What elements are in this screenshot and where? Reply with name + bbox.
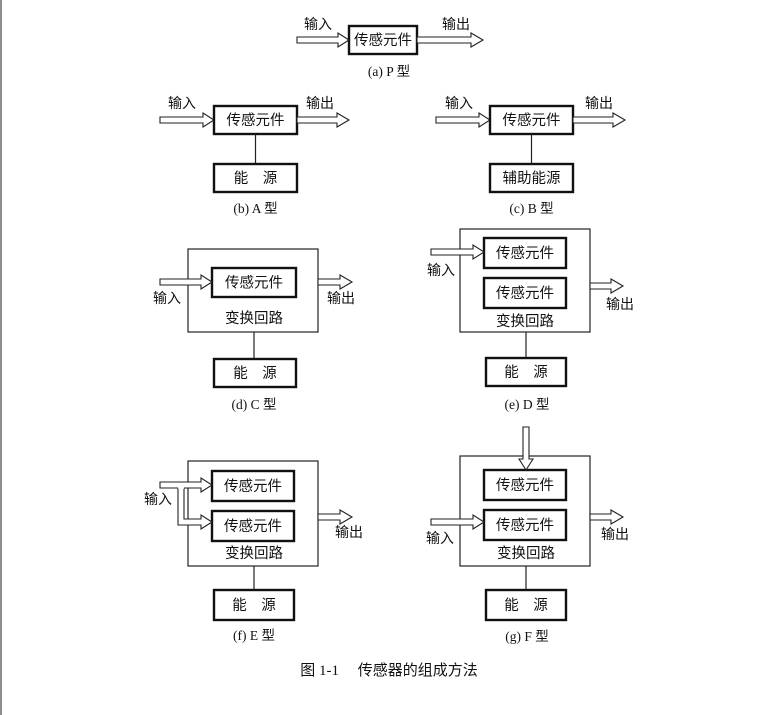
panel-caption: (f) E 型	[233, 628, 275, 643]
conversion-circuit-label: 变换回路	[497, 545, 555, 562]
panel-e-d-type: 传感元件 传感元件 变换回路 输入 输出 能 源 (e) D 型	[427, 228, 634, 412]
input-label: 输入	[144, 492, 172, 508]
input-arrow	[430, 243, 486, 261]
output-label: 输出	[335, 525, 363, 541]
panel-f-e-type: 传感元件 传感元件 变换回路 输入 输出 能 源 (f) E 型	[144, 460, 363, 643]
power-source-label: 能 源	[504, 597, 548, 614]
sensor-element-label: 传感元件	[503, 112, 561, 129]
input-label: 输入	[426, 531, 454, 547]
panel-b-a-type: 传感元件 输入 输出 能 源 (b) A 型	[159, 96, 351, 216]
output-arrow	[317, 274, 354, 290]
power-source-box	[212, 162, 299, 194]
sensor-element-box-2	[210, 509, 296, 543]
input-label: 输入	[427, 263, 455, 279]
power-source-box	[212, 588, 296, 622]
sensor-element-label: 传感元件	[224, 478, 282, 495]
sensor-element-label: 传感元件	[496, 245, 554, 262]
sensor-element-box-1	[482, 468, 568, 502]
sensor-element-box	[347, 24, 419, 56]
figure-caption: 图 1-1 传感器的组成方法	[300, 662, 478, 679]
power-source-label: 能 源	[233, 365, 277, 382]
output-label: 输出	[306, 96, 334, 112]
output-arrow	[416, 32, 485, 48]
sensor-element-label: 传感元件	[354, 32, 412, 49]
aux-power-source-label: 辅助能源	[503, 170, 561, 187]
conversion-circuit-label: 变换回路	[225, 545, 283, 562]
power-source-box	[212, 357, 298, 389]
power-source-box	[484, 356, 568, 388]
panel-caption: (e) D 型	[505, 397, 550, 412]
sensor-element-label: 传感元件	[227, 112, 285, 129]
sensor-element-label: 传感元件	[496, 285, 554, 302]
output-label: 输出	[585, 96, 613, 112]
power-source-label: 能 源	[234, 170, 278, 187]
panel-g-f-type: 传感元件 传感元件 变换回路 输入 输出 能 源 (g) F 型	[426, 426, 629, 644]
sensor-element-label: 传感元件	[224, 518, 282, 535]
conversion-circuit-label: 变换回路	[225, 310, 283, 327]
input-label: 输入	[445, 96, 473, 112]
page-left-edge	[0, 0, 2, 715]
output-arrow	[296, 112, 351, 128]
sensor-element-label: 传感元件	[496, 517, 554, 534]
sensor-element-box	[488, 104, 575, 136]
power-source-label: 能 源	[232, 597, 276, 614]
panel-c-b-type: 传感元件 输入 输出 辅助能源 (c) B 型	[435, 96, 627, 216]
output-label: 输出	[442, 17, 470, 33]
input-label: 输入	[153, 291, 181, 307]
input-arrow	[435, 111, 492, 129]
sensor-element-label: 传感元件	[496, 477, 554, 494]
sensor-element-box	[210, 266, 298, 299]
input-label: 输入	[168, 96, 196, 112]
input-label: 输入	[304, 17, 332, 33]
input-arrow	[296, 31, 351, 49]
input-arrow	[159, 273, 214, 291]
output-label: 输出	[601, 527, 629, 543]
power-source-box	[484, 588, 568, 622]
aux-power-source-box	[488, 162, 575, 194]
input-arrow	[159, 111, 216, 129]
panel-caption: (a) P 型	[368, 64, 410, 79]
input-arrow-upper	[159, 476, 214, 531]
output-label: 输出	[327, 291, 355, 307]
panel-d-c-type: 传感元件 变换回路 输入 输出 能 源 (d) C 型	[153, 248, 355, 412]
output-arrow	[317, 509, 354, 525]
sensor-element-box-2	[482, 276, 568, 310]
panel-caption: (d) C 型	[232, 397, 277, 412]
vertical-input-arrow	[517, 426, 535, 472]
output-arrow	[589, 509, 625, 525]
panel-caption: (c) B 型	[509, 201, 553, 216]
sensor-element-box-1	[210, 469, 296, 503]
sensor-element-box-1	[482, 236, 568, 270]
power-source-label: 能 源	[504, 364, 548, 381]
panel-a-p-type: 传感元件 输入 输出 (a) P 型	[296, 17, 485, 79]
output-arrow	[572, 112, 627, 128]
output-arrow	[589, 278, 625, 294]
sensor-element-box-2	[482, 508, 568, 542]
output-label: 输出	[606, 297, 634, 313]
panel-caption: (b) A 型	[233, 201, 277, 216]
panel-caption: (g) F 型	[505, 629, 549, 644]
conversion-circuit-label: 变换回路	[496, 313, 554, 330]
input-arrow	[430, 513, 486, 531]
sensor-element-label: 传感元件	[225, 275, 283, 292]
